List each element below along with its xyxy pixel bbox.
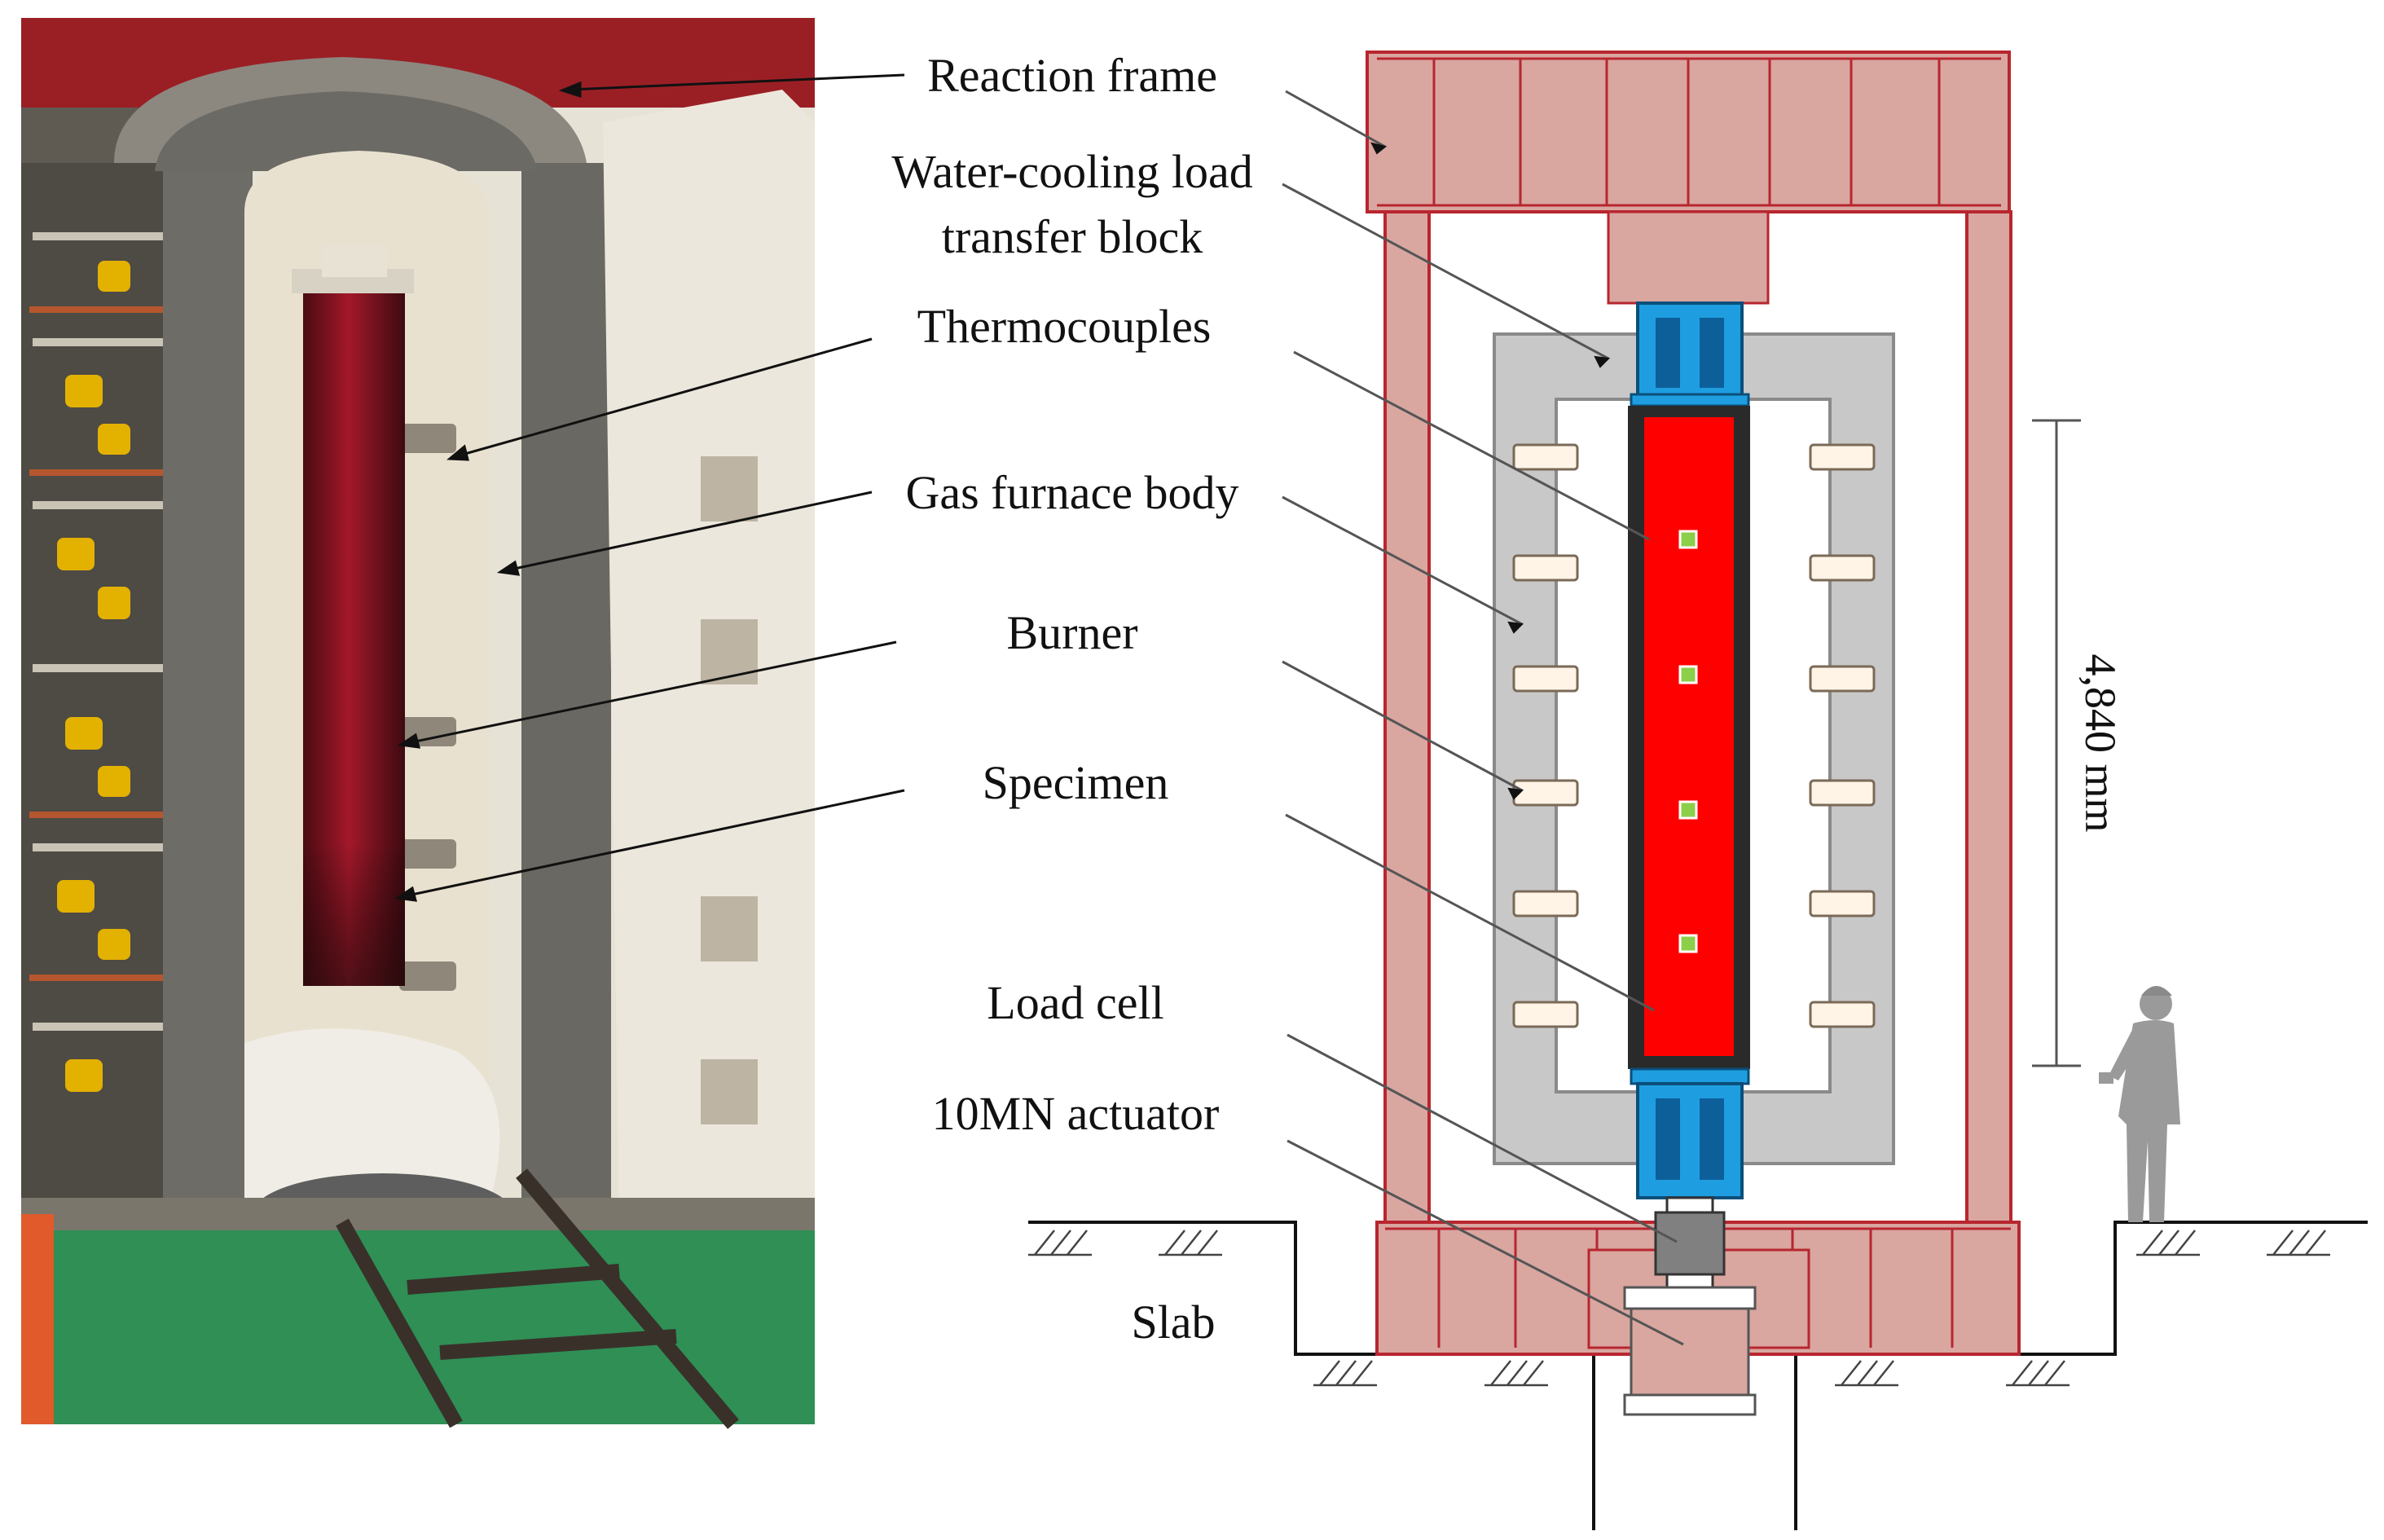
label-actuator: 10MN actuator	[932, 1087, 1220, 1140]
callout-labels: Reaction frame Water-cooling load transf…	[891, 49, 1253, 1349]
label-water-cooling-2: transfer block	[942, 210, 1203, 263]
photo-leader-arrows	[394, 73, 905, 902]
burner-left-6	[1512, 1001, 1579, 1028]
schematic-leader-lines	[1282, 90, 1684, 1346]
label-reaction-frame: Reaction frame	[927, 49, 1217, 102]
label-burner: Burner	[1006, 606, 1137, 659]
specimen-schematic	[1628, 406, 1750, 1069]
ground-hatching	[1028, 1230, 2330, 1387]
label-slab: Slab	[1131, 1296, 1215, 1349]
label-thermocouples: Thermocouples	[917, 300, 1212, 353]
height-dimension	[2032, 419, 2081, 1067]
label-load-cell: Load cell	[987, 976, 1163, 1029]
burner-right-5	[1809, 890, 1876, 917]
thermocouple-2	[1678, 665, 1698, 684]
burner-right-6	[1809, 1001, 1876, 1028]
furnace-photo	[21, 18, 815, 1429]
burners	[1512, 443, 1876, 1028]
label-water-cooling-1: Water-cooling load	[891, 145, 1253, 198]
burner-left-3	[1512, 665, 1579, 693]
water-cooling-block-top	[1630, 301, 1750, 407]
burner-left-1	[1512, 443, 1579, 471]
thermocouple-4	[1678, 934, 1698, 953]
height-dimension-label: 4,840 mm	[2076, 653, 2125, 832]
label-specimen: Specimen	[983, 756, 1169, 809]
burner-left-5	[1512, 890, 1579, 917]
thermocouple-1	[1678, 530, 1698, 549]
burner-left-4	[1512, 779, 1579, 807]
burner-left-2	[1512, 554, 1579, 582]
label-gas-furnace-body: Gas furnace body	[905, 466, 1238, 519]
load-cell	[1654, 1196, 1726, 1289]
burner-right-4	[1809, 779, 1876, 807]
burner-right-1	[1809, 443, 1876, 471]
burner-right-2	[1809, 554, 1876, 582]
specimen-column-photo	[292, 244, 414, 986]
burner-right-3	[1809, 665, 1876, 693]
thermocouple-3	[1678, 800, 1698, 820]
actuator-10mn	[1623, 1286, 1757, 1416]
thermocouples	[1678, 530, 1698, 953]
person-scale-icon	[2099, 986, 2180, 1222]
gas-furnace-body	[1493, 332, 1895, 1165]
water-cooling-block-bottom	[1630, 1067, 1750, 1199]
gas-piping-photo	[21, 163, 184, 1222]
